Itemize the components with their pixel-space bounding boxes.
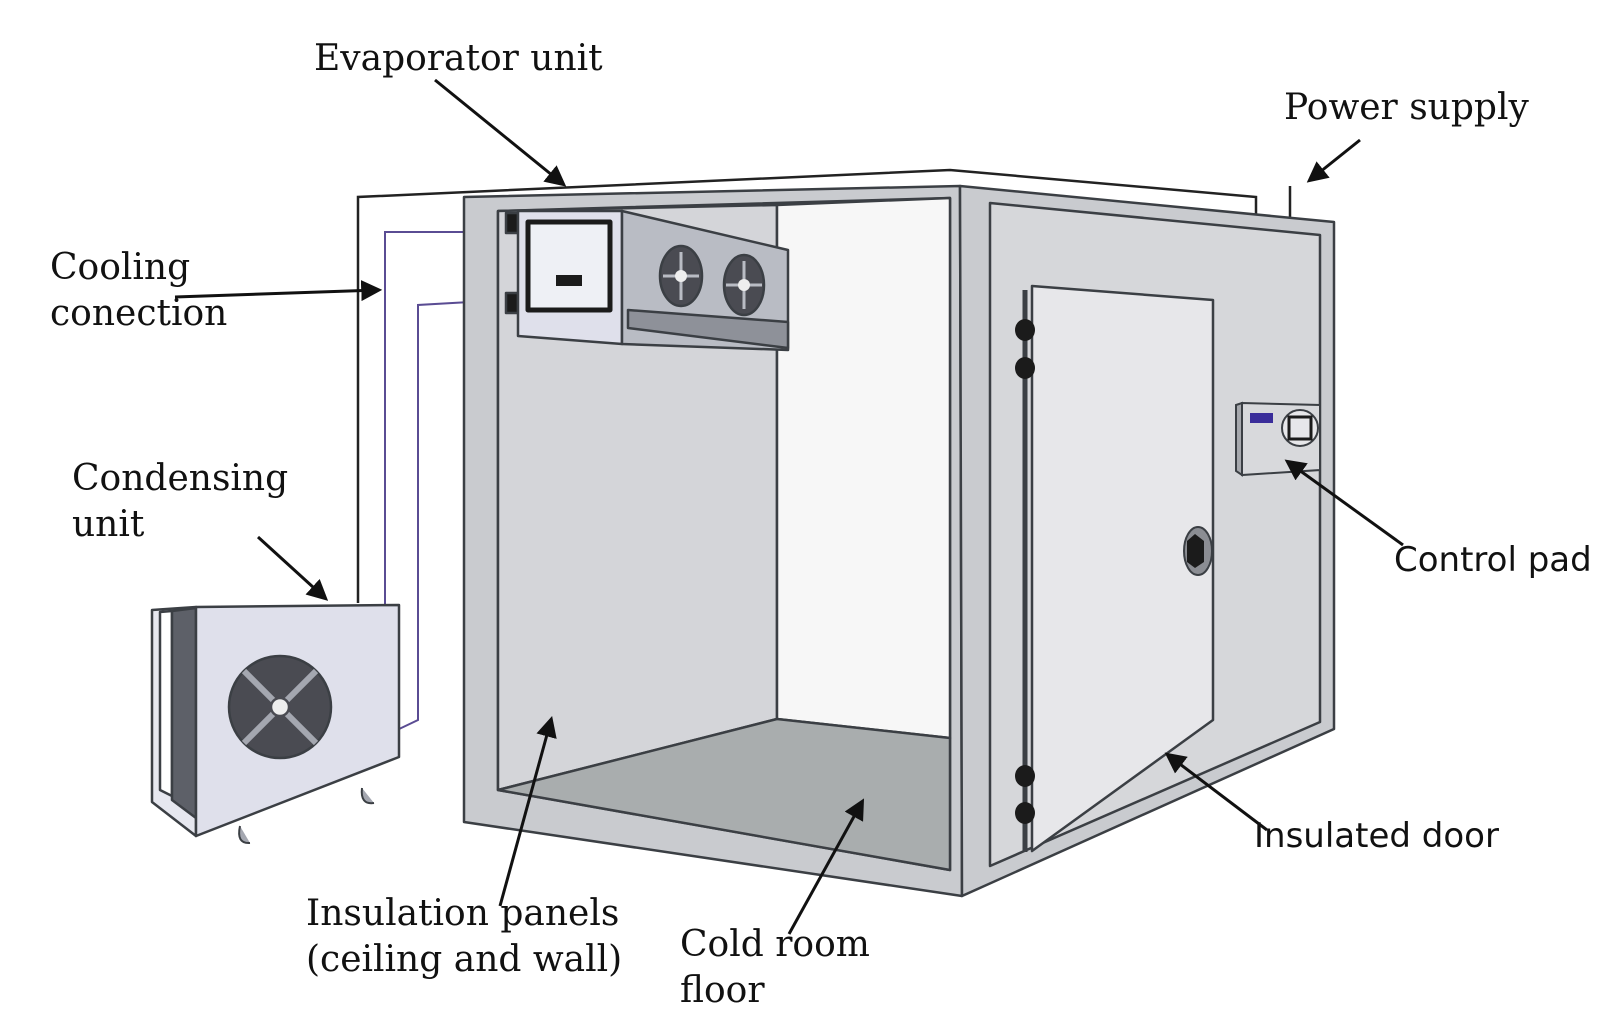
arrow-floor bbox=[787, 798, 865, 935]
fan-icon bbox=[227, 654, 333, 760]
cooling-pipe-lower bbox=[396, 301, 471, 731]
hinge-icon bbox=[1015, 319, 1035, 341]
evaporator-unit bbox=[504, 209, 790, 352]
arrow-cooling bbox=[174, 280, 383, 302]
label-text: floor bbox=[680, 970, 765, 1011]
label-text: conection bbox=[50, 293, 228, 334]
label-text: Control pad bbox=[1394, 540, 1592, 580]
back-wall bbox=[775, 196, 952, 740]
display-icon bbox=[1250, 413, 1273, 423]
label-insulation-panels: Insulation panels (ceiling and wall) bbox=[306, 891, 622, 983]
label-text: Evaporator unit bbox=[314, 38, 603, 79]
arrow-control-pad bbox=[1284, 459, 1404, 547]
fan-icon bbox=[658, 244, 704, 308]
label-insulated-door: Insulated door bbox=[1254, 813, 1499, 859]
label-text: Insulated door bbox=[1254, 816, 1499, 856]
insulated-door-panel bbox=[1030, 284, 1215, 853]
label-text: (ceiling and wall) bbox=[306, 939, 623, 980]
cold-room bbox=[462, 184, 1336, 898]
label-text: Cooling bbox=[50, 247, 191, 288]
callout-arrows bbox=[174, 78, 1404, 935]
arrow-condensing bbox=[256, 535, 329, 601]
label-cooling-connection: Cooling conection bbox=[50, 245, 227, 337]
label-control-pad: Control pad bbox=[1394, 537, 1592, 583]
label-text: Insulation panels bbox=[306, 893, 620, 934]
label-cold-room-floor: Cold room floor bbox=[680, 922, 870, 1014]
label-text: Power supply bbox=[1284, 87, 1529, 128]
door-handle bbox=[1183, 526, 1213, 576]
fan-icon bbox=[722, 253, 766, 317]
cold-room-floor bbox=[496, 717, 952, 872]
label-text: Cold room bbox=[680, 924, 870, 965]
control-pad bbox=[1235, 401, 1321, 477]
arrow-evaporator bbox=[434, 78, 567, 187]
cooling-pipe-upper bbox=[384, 231, 470, 617]
hinge-icon bbox=[1015, 802, 1035, 824]
label-text: Condensing bbox=[72, 458, 289, 499]
label-evaporator-unit: Evaporator unit bbox=[314, 36, 603, 82]
hinge-icon bbox=[1015, 357, 1035, 379]
door-hinges bbox=[1015, 319, 1035, 824]
label-text: unit bbox=[72, 504, 145, 545]
label-condensing-unit: Condensing unit bbox=[72, 456, 288, 548]
arrow-insulated-door bbox=[1164, 752, 1268, 832]
condensing-unit bbox=[150, 603, 401, 845]
label-power-supply: Power supply bbox=[1284, 85, 1529, 131]
arrow-power-supply bbox=[1306, 138, 1361, 183]
hinge-icon bbox=[1015, 765, 1035, 787]
arrow-insulation-panels bbox=[498, 715, 557, 907]
